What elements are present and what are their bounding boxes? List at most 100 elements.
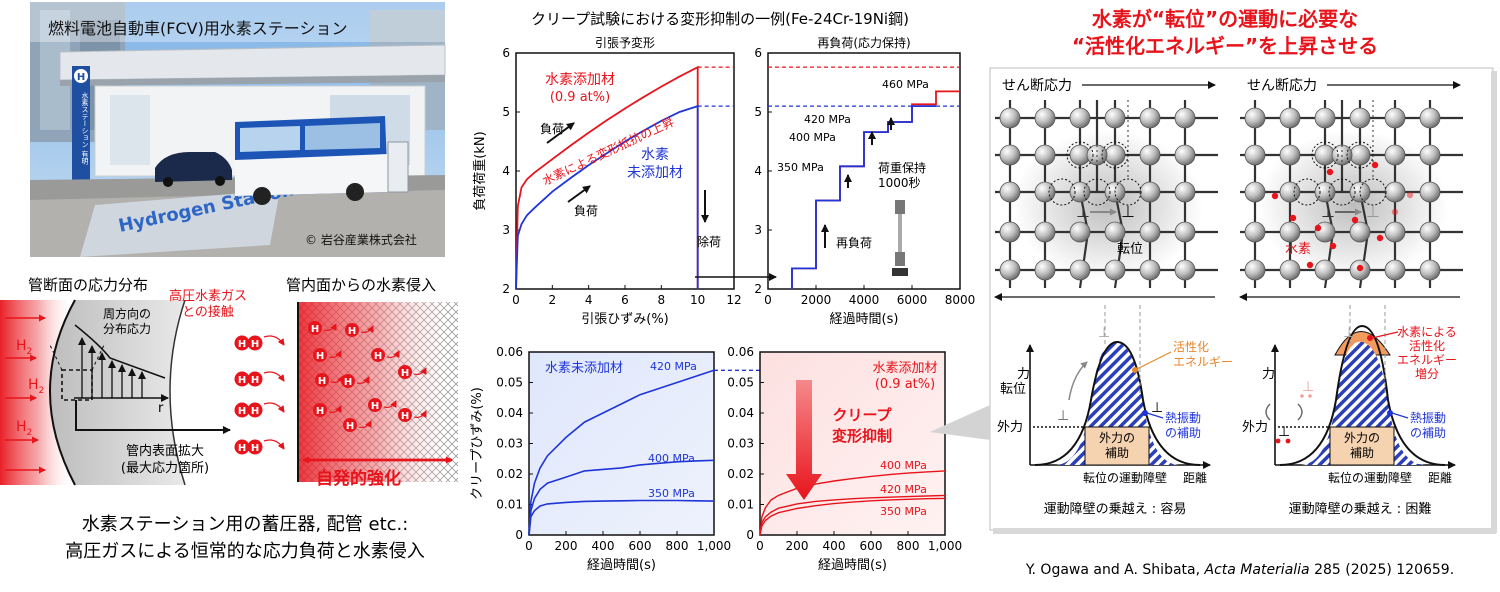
- panel-title: 再負荷(応力保持): [817, 35, 910, 50]
- specimen-icon: [892, 200, 908, 276]
- lattice-atom-icon: [1244, 259, 1266, 281]
- mechanism-title-2: “活性化エネルギー”を上昇させる: [1072, 34, 1378, 58]
- external-help-box: [1084, 426, 1150, 466]
- thermal-pointer-dot: [1142, 410, 1148, 416]
- diffusion-arrow: [383, 400, 397, 408]
- hydrogen-dot: [1356, 264, 1364, 272]
- plot-background: [760, 352, 945, 535]
- y-tick-label: 4: [754, 164, 762, 178]
- h-atom-label: H: [238, 443, 246, 454]
- y-tick-label: 3: [502, 223, 510, 237]
- barrier-curve: [1034, 340, 1201, 466]
- crystal-lattice: せん断応力⊥⊥転位: [994, 78, 1218, 301]
- y-tick-label: 6: [502, 46, 510, 60]
- h-atom-icon: [398, 408, 412, 422]
- diffusion-arrow: [328, 350, 342, 358]
- hydrogen-dot: [1271, 192, 1279, 200]
- thermal-pointer-dot: [1387, 410, 1393, 416]
- lattice-atom-icon: [1279, 181, 1301, 203]
- y-tick-label: 5: [754, 105, 762, 119]
- x-tick-label: 2: [549, 293, 557, 307]
- diffusion-arrow: [330, 375, 344, 383]
- x-axis-label: 経過時間(s): [818, 558, 887, 573]
- citation: Y. Ogawa and A. Shibata, Acta Materialia…: [1025, 562, 1454, 578]
- activation-pointer-dot: [1132, 367, 1138, 373]
- y-tick-label: 0.02: [496, 467, 523, 481]
- load-arrow-1: [546, 122, 575, 144]
- lattice-atom-icon: [1279, 259, 1301, 281]
- y-tick-label: 0.01: [496, 498, 523, 512]
- y-tick-label: 0.04: [496, 406, 523, 420]
- displaced-site-ring: [1083, 178, 1111, 206]
- x-tick-label: 0: [525, 539, 533, 553]
- x-tick-label: 12: [726, 293, 741, 307]
- shear-stress-label: せん断応力: [1247, 78, 1317, 94]
- h2-pressure-arrows: [5, 314, 46, 474]
- label-460: 460 MPa: [882, 78, 929, 91]
- h-atom-label: H: [316, 351, 324, 362]
- y-tick-label: 0.04: [727, 406, 754, 420]
- external-force-label: 外力: [997, 420, 1023, 435]
- label-420: 420 MPa: [804, 113, 851, 126]
- hydrogen-label: 水素: [1285, 242, 1311, 257]
- y-axis-label: 負荷荷重(kN): [472, 131, 488, 210]
- thermal-help-label: 熱振動の補助: [1165, 411, 1201, 440]
- mechanism-frame: [989, 67, 1494, 531]
- h-atom-label: H: [311, 324, 319, 335]
- label-h-none-1: 水素: [641, 147, 669, 163]
- lattice-atom-icon: [1034, 259, 1056, 281]
- h-atom-icon: [343, 418, 357, 432]
- label-load-2: 負荷: [574, 204, 598, 218]
- easy-caption: 運動障壁の乗越え : 容易: [1044, 501, 1187, 517]
- diffusion-arrow: [328, 405, 342, 413]
- lattice-atom-icon: [1384, 144, 1406, 166]
- strain-field: [1258, 130, 1448, 280]
- h-atom-icon: [315, 373, 329, 387]
- lattice-atom-icon: [1384, 221, 1406, 243]
- diffusion-arrow: [360, 325, 374, 333]
- svg-text:H: H: [77, 72, 85, 83]
- chart-main-title: クリープ試験における変形抑制の一例(Fe-24Cr-19Ni鋼): [531, 10, 909, 28]
- thermal-pointer: [1146, 412, 1164, 419]
- y-tick-label: 0.03: [727, 437, 754, 451]
- y-tick-label: 0.05: [727, 376, 754, 390]
- lattice-atom-icon: [1174, 144, 1196, 166]
- hydrogen-logo-icon: [74, 69, 88, 83]
- h-atom-icon: [234, 402, 250, 418]
- suppress-arrow: [786, 380, 822, 500]
- h-atom-label: H: [401, 368, 409, 379]
- external-force-label: 外力: [1242, 420, 1268, 435]
- y-tick-label: 0.02: [727, 467, 754, 481]
- h-atom-icon: [247, 371, 263, 387]
- y-tick-label: 0.06: [496, 345, 523, 359]
- lattice-atom-icon: [1419, 259, 1441, 281]
- lattice-atom-icon: [1034, 144, 1056, 166]
- label-400: 400 MPa: [648, 452, 695, 465]
- lattice-atom-icon: [1314, 107, 1336, 129]
- label-h-none-2: 未添加材: [627, 165, 683, 181]
- self-strengthening-label: 自発的強化: [316, 468, 401, 489]
- photo-copyright: © 岩谷産業株式会社: [305, 232, 417, 247]
- h-atom-label: H: [251, 443, 259, 454]
- dislocation-label: 転位: [1117, 242, 1143, 257]
- x-tick-label: 200: [786, 539, 809, 553]
- label-350: 350 MPa: [648, 487, 695, 500]
- displaced-site-ring: [1066, 141, 1094, 169]
- pipe-caption-line2: 高圧ガスによる恒常的な応力負荷と水素侵入: [65, 541, 424, 562]
- label-420: 420 MPa: [880, 483, 927, 496]
- lattice-atom-icon: [1349, 221, 1371, 243]
- lattice-atom-icon: [1314, 259, 1336, 281]
- lattice-atom-icon: [1139, 259, 1161, 281]
- h-atom-label: H: [251, 339, 259, 350]
- h-atom-icon: [398, 365, 412, 379]
- series-line: [759, 494, 946, 536]
- displaced-site-ring: [1114, 178, 1142, 206]
- y-tick-label: 5: [502, 105, 510, 119]
- y-tick-label: 0: [515, 528, 523, 542]
- lattice-atom-icon: [1174, 107, 1196, 129]
- h-dot-small: [1275, 438, 1281, 444]
